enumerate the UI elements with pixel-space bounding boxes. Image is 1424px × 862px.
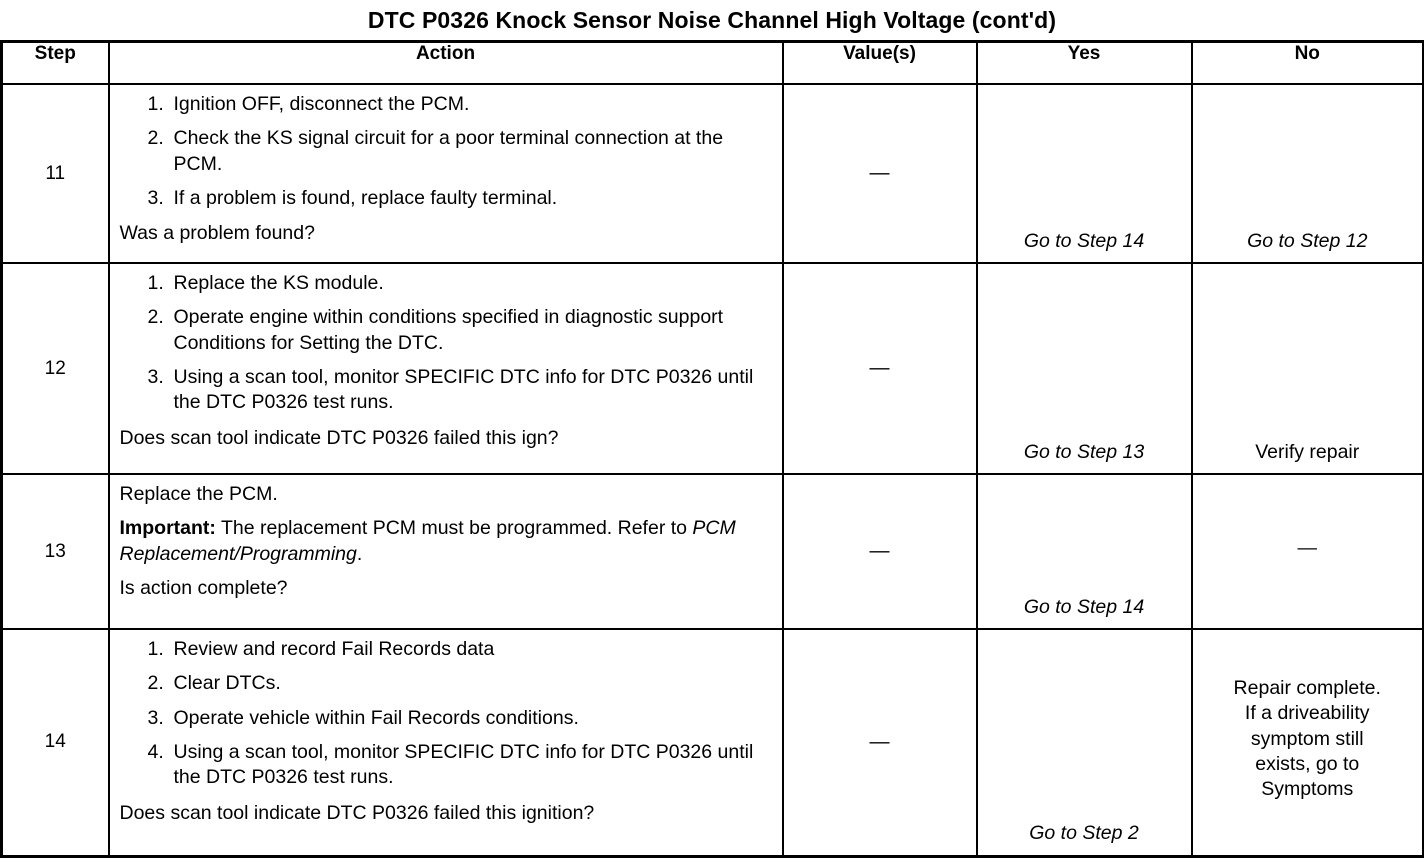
action-step-item: 2. Check the KS signal circuit for a poor… — [120, 126, 774, 177]
yes-answer-cell: Go to Step 14 — [975, 83, 1193, 264]
action-step-item: 1. Replace the KS module. — [120, 271, 774, 296]
step-number-cell: 13 — [0, 473, 110, 630]
action-paragraph-text: The replacement PCM must be programmed. … — [215, 517, 693, 540]
action-step-text: Replace the KS module. — [173, 272, 384, 294]
table-row: 12 1. Replace the KS module. 2. Operate engi… — [0, 262, 1424, 475]
no-answer-cell: Go to Step 12 — [1190, 83, 1424, 264]
action-paragraph-lead: Important: — [119, 517, 216, 540]
value-cell: — — [781, 473, 978, 630]
action-step-item: 1. Ignition OFF, disconnect the PCM. — [120, 92, 774, 117]
action-question: Was a problem found? — [119, 222, 315, 245]
table-body: 11 1. Ignition OFF, disconnect the PCM. 2. C… — [0, 83, 1424, 857]
action-step-number: 2. — [147, 672, 164, 695]
action-step-number: 3. — [147, 366, 164, 389]
table-row: 14 1. Review and record Fail Records data 2… — [0, 628, 1424, 857]
action-step-list: 1. Ignition OFF, disconnect the PCM. 2. Che… — [120, 92, 774, 211]
action-paragraph-tail: . — [356, 542, 363, 565]
value-cell: — — [781, 83, 978, 264]
page-title: DTC P0326 Knock Sensor Noise Channel Hig… — [367, 7, 1057, 33]
column-header-yes: Yes — [975, 40, 1193, 85]
action-step-number: 3. — [147, 706, 164, 729]
table-row: 11 1. Ignition OFF, disconnect the PCM. 2. C… — [0, 83, 1424, 264]
value-cell: — — [781, 628, 978, 857]
no-answer-line: If a driveability — [1244, 702, 1370, 725]
step-number-cell: 11 — [0, 83, 110, 264]
action-question: Is action complete? — [119, 577, 288, 600]
action-paragraph-text: Replace the PCM. — [119, 483, 278, 505]
action-cell: 1. Ignition OFF, disconnect the PCM. 2. Che… — [107, 83, 784, 264]
no-answer-line: Repair complete. — [1233, 676, 1381, 699]
action-step-text: Ignition OFF, disconnect the PCM. — [173, 93, 470, 115]
action-cell: 1. Review and record Fail Records data 2. C… — [107, 628, 784, 857]
action-step-item: 3. Using a scan tool, monitor SPECIFIC DT… — [120, 365, 774, 416]
diagnostic-procedure-table: Step Action Value(s) Yes No 11 1. Ignition… — [0, 40, 1424, 858]
action-step-number: 1. — [147, 93, 164, 115]
action-step-text: Using a scan tool, monitor SPECIFIC DTC … — [173, 366, 754, 414]
action-step-number: 3. — [147, 187, 164, 210]
no-answer-text: Verify repair — [1255, 440, 1360, 463]
action-step-list: 1. Review and record Fail Records data 2. C… — [120, 637, 774, 791]
action-cell: 1. Replace the KS module. 2. Operate engine… — [107, 262, 784, 475]
action-step-item: 3. If a problem is found, replace faulty … — [120, 186, 774, 211]
yes-answer-cell: Go to Step 14 — [975, 473, 1193, 630]
action-paragraph-emphasis: PCM Replacement/Programming — [119, 517, 736, 565]
no-answer-cell: — — [1190, 473, 1424, 630]
action-cell: Replace the PCM. Important: The replaceme… — [107, 473, 784, 630]
action-step-list: 1. Replace the KS module. 2. Operate engine… — [120, 271, 774, 416]
step-number-cell: 12 — [0, 262, 110, 475]
column-header-step: Step — [0, 40, 110, 85]
action-step-number: 2. — [147, 306, 164, 329]
no-answer-text: — — [1297, 536, 1318, 559]
no-answer-line: symptom still — [1250, 727, 1364, 750]
action-paragraph: Replace the PCM. — [120, 482, 774, 507]
action-step-text: Operate engine within conditions specifi… — [173, 306, 724, 354]
action-step-text: Check the KS signal circuit for a poor t… — [173, 127, 724, 175]
no-answer-cell: Verify repair — [1190, 262, 1424, 475]
yes-answer-text: Go to Step 14 — [1023, 595, 1145, 618]
yes-answer-cell: Go to Step 2 — [975, 628, 1193, 857]
action-step-text: Review and record Fail Records data — [173, 638, 495, 660]
action-step-number: 2. — [147, 127, 164, 150]
action-step-text: If a problem is found, replace faulty te… — [173, 187, 558, 210]
yes-answer-text: Go to Step 13 — [1023, 440, 1145, 463]
no-answer-line: exists, go to — [1255, 752, 1360, 775]
action-step-text: Using a scan tool, monitor SPECIFIC DTC … — [173, 741, 754, 789]
action-question: Does scan tool indicate DTC P0326 failed… — [119, 426, 559, 449]
action-step-number: 4. — [147, 741, 164, 764]
column-header-action: Action — [107, 40, 784, 85]
yes-answer-cell: Go to Step 13 — [975, 262, 1193, 475]
value-cell: — — [781, 262, 978, 475]
action-step-number: 1. — [147, 272, 164, 294]
action-step-text: Clear DTCs. — [173, 672, 281, 695]
table-row: 13 Replace the PCM. Important: The replace… — [0, 473, 1424, 630]
no-answer-text: Go to Step 12 — [1247, 229, 1368, 252]
action-step-item: 2. Operate engine within conditions speci… — [120, 305, 774, 356]
step-number-cell: 14 — [0, 628, 110, 857]
action-step-item: 4. Using a scan tool, monitor SPECIFIC DT… — [120, 740, 774, 791]
action-step-number: 1. — [147, 638, 164, 660]
table-header-row: Step Action Value(s) Yes No — [0, 40, 1424, 85]
no-answer-line: Symptoms — [1261, 778, 1354, 801]
action-step-item: 3. Operate vehicle within Fail Records co… — [120, 706, 774, 731]
action-step-item: 1. Review and record Fail Records data — [120, 637, 774, 662]
column-header-value: Value(s) — [781, 40, 978, 85]
action-paragraph: Important: The replacement PCM must be p… — [120, 516, 774, 567]
action-step-item: 2. Clear DTCs. — [120, 671, 774, 696]
yes-answer-text: Go to Step 14 — [1023, 229, 1145, 252]
yes-answer-text: Go to Step 2 — [1029, 822, 1139, 845]
action-step-text: Operate vehicle within Fail Records cond… — [173, 706, 579, 729]
column-header-no: No — [1190, 40, 1424, 85]
action-question: Does scan tool indicate DTC P0326 failed… — [119, 801, 595, 824]
